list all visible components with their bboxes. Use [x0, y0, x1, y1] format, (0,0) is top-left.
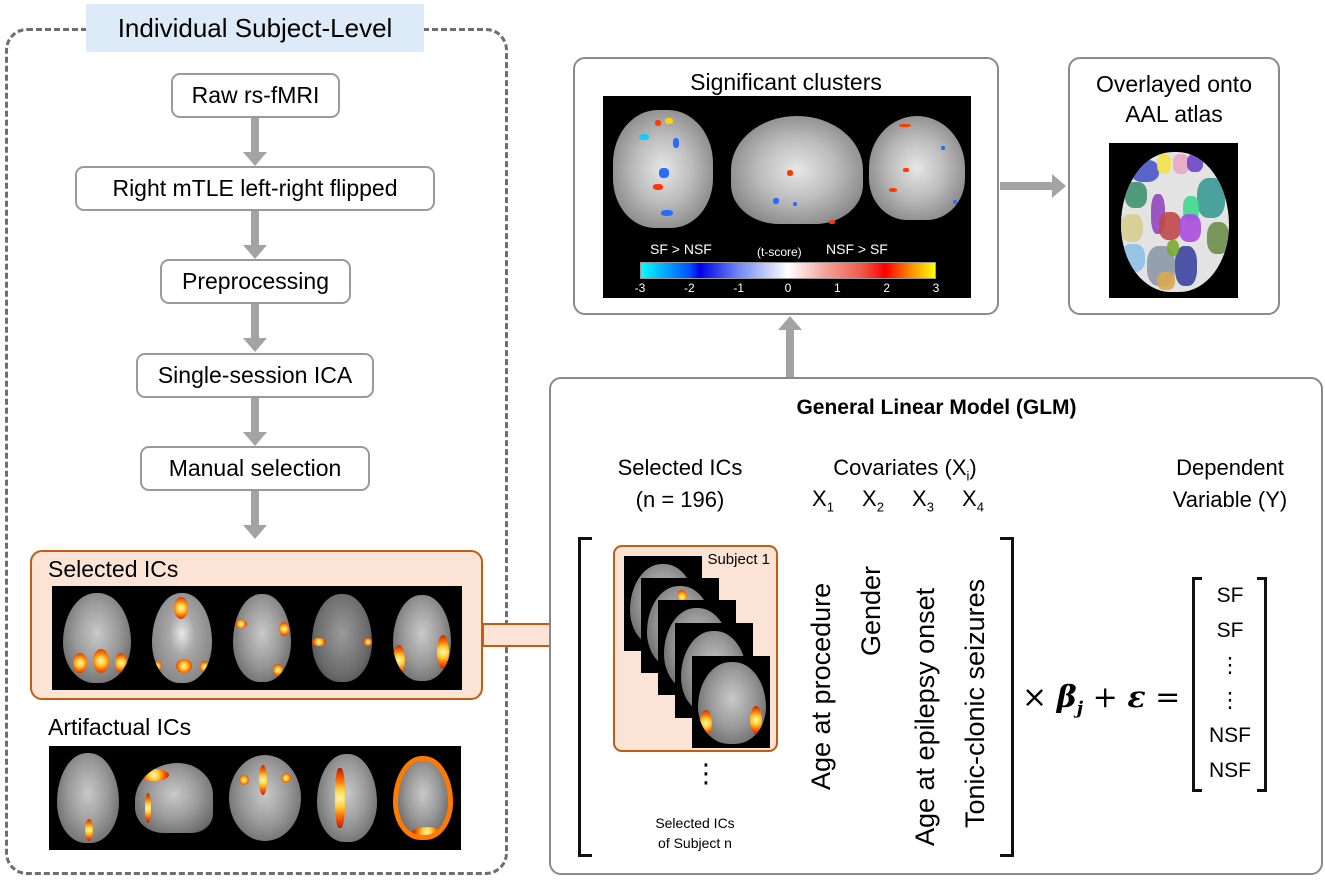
aal-atlas-image	[1109, 143, 1238, 298]
colorbar-tick-label: 2	[883, 281, 890, 295]
selected-ics-header: Selected ICs (n = 196)	[617, 455, 743, 512]
y-value: ⋮	[1219, 654, 1241, 677]
contrast-right-label: NSF > SF	[826, 241, 888, 257]
selected-ics-panel: Selected ICs	[30, 550, 483, 700]
glm-equation: × βj + ε =	[1022, 680, 1181, 719]
design-matrix-left-bracket	[578, 537, 592, 857]
brain-image	[135, 763, 213, 833]
colorbar-tick-label: 0	[784, 281, 792, 295]
step-raw-fmri: Raw rs-fMRI	[171, 73, 340, 118]
colorbar-tick-label: 1	[833, 281, 841, 295]
y-value: NSF	[1209, 759, 1251, 782]
brain-image	[151, 593, 212, 683]
covariate-tonic-clonic-seizures: Tonic-clonic seizures	[960, 578, 990, 828]
brain-image	[393, 595, 452, 681]
selected-ics-label: Selected ICs	[48, 556, 179, 582]
colorbar-label: (t-score)	[757, 245, 802, 259]
brain-image	[62, 593, 131, 683]
y-value: SF	[1216, 619, 1244, 642]
brain-image	[317, 754, 377, 842]
step-preprocessing: Preprocessing	[160, 259, 351, 304]
covariate-symbol-x3: X3	[912, 486, 934, 515]
sagittal-slice	[731, 116, 863, 224]
colorbar-tick-label: 3	[932, 281, 940, 295]
colorbar-tick-label: -1	[733, 281, 744, 295]
covariate-symbol-x1: X1	[812, 486, 834, 515]
axial-slice	[613, 110, 713, 228]
selected-ics-images	[52, 586, 462, 690]
step-single-session-ica: Single-session ICA	[136, 353, 374, 398]
covariate-gender: Gender	[856, 565, 886, 656]
ic-card	[692, 656, 770, 748]
subject-level-title: Individual Subject-Level	[86, 4, 424, 52]
brain-image	[57, 753, 119, 843]
dependent-variable-vector: SF SF ⋮ ⋮ NSF NSF	[1200, 578, 1260, 788]
glm-title: General Linear Model (GLM)	[796, 396, 1077, 419]
brain-image	[232, 594, 291, 682]
step-manual-selection: Manual selection	[140, 446, 370, 491]
step-left-right-flip: Right mTLE left-right flipped	[75, 166, 435, 211]
artifactual-ics-label: Artifactual ICs	[48, 714, 192, 740]
coronal-slice	[869, 116, 965, 220]
y-value: ⋮	[1219, 689, 1241, 712]
ellipsis-icon: ⋮	[693, 760, 719, 786]
brain-image	[393, 756, 453, 840]
covariates-header: Covariates (Xi)	[833, 455, 977, 484]
y-vector-right-bracket	[1257, 577, 1267, 792]
colorbar-tick-label: -3	[634, 281, 646, 295]
dependent-variable-header: Dependent Variable (Y)	[1172, 455, 1288, 512]
covariate-symbol-x2: X2	[862, 486, 884, 515]
contrast-left-label: SF > NSF	[650, 241, 712, 257]
subject-1-label: Subject 1	[707, 551, 770, 568]
covariate-symbol-x4: X4	[962, 486, 984, 515]
brain-image	[229, 755, 301, 841]
colorbar-tick-label: -2	[683, 281, 695, 295]
colorbar	[640, 262, 936, 279]
y-value: SF	[1216, 584, 1244, 607]
artifactual-ics-images	[49, 746, 461, 850]
significant-clusters-title: Significant clusters	[690, 69, 882, 95]
design-matrix-right-bracket	[1000, 537, 1014, 857]
atlas-title-line1: Overlayed onto	[1096, 71, 1252, 97]
subject-n-caption: Selected ICs of Subject n	[655, 815, 735, 851]
y-value: NSF	[1209, 724, 1251, 747]
brain-image	[312, 594, 373, 682]
y-vector-left-bracket	[1192, 577, 1202, 792]
atlas-title-line2: AAL atlas	[1125, 101, 1223, 127]
covariate-age-at-procedure: Age at procedure	[806, 582, 836, 790]
covariate-age-at-epilepsy-onset: Age at epilepsy onset	[910, 587, 940, 846]
